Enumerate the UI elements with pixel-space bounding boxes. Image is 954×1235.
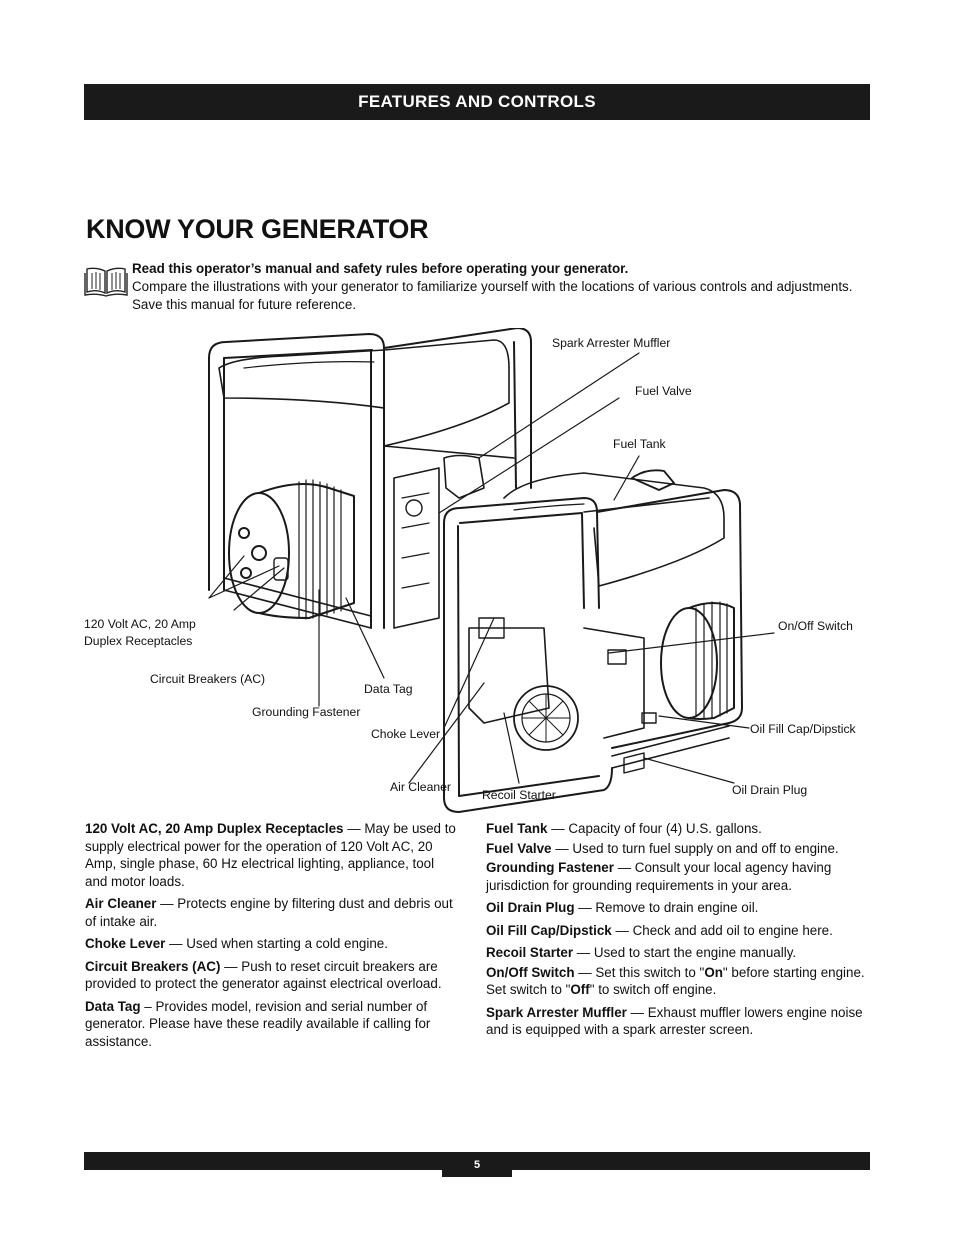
- callout-spark-arrester-muffler: Spark Arrester Muffler: [552, 336, 671, 350]
- generator-drawing: [208, 328, 775, 813]
- definition-on-off-switch: On/Off Switch — Set this switch to "On" …: [486, 964, 870, 999]
- definition-term: Air Cleaner: [85, 896, 157, 911]
- definition-desc: — Capacity of four (4) U.S. gallons.: [547, 821, 762, 836]
- callout-oil-drain-plug: Oil Drain Plug: [732, 783, 808, 797]
- definition-desc: — Remove to drain engine oil.: [574, 900, 759, 915]
- callout-circuit-breakers: Circuit Breakers (AC): [150, 672, 266, 686]
- definition-desc: — May be used to supply electrical power…: [85, 821, 456, 889]
- definition-term: Data Tag: [85, 998, 141, 1014]
- definition-fuel-tank: Fuel Tank — Capacity of four (4) U.S. ga…: [486, 820, 870, 838]
- callout-receptacles-line1: 120 Volt AC, 20 Amp: [84, 617, 196, 631]
- definition-term: Recoil Starter: [486, 945, 574, 960]
- callout-receptacles: 120 Volt AC, 20 Amp Duplex Receptacles: [84, 616, 196, 650]
- definition-recoil-starter: Recoil Starter — Used to start the engin…: [486, 944, 870, 962]
- definition-grounding-fastener: Grounding Fastener — Consult your local …: [486, 859, 870, 894]
- definition-off-word: Off: [570, 982, 590, 997]
- section-header-bar: FEATURES AND CONTROLS: [84, 84, 870, 120]
- rear-generator: [208, 328, 532, 629]
- callout-leader-lines: [208, 352, 775, 784]
- definition-oil-fill-cap: Oil Fill Cap/Dipstick — Check and add oi…: [486, 922, 870, 940]
- definition-desc: " to switch off engine.: [589, 982, 717, 997]
- intro-warning: Read this operator’s manual and safety r…: [132, 261, 629, 276]
- definition-air-cleaner: Air Cleaner — Protects engine by filteri…: [85, 895, 460, 930]
- section-title: FEATURES AND CONTROLS: [358, 92, 596, 111]
- callout-recoil-starter: Recoil Starter: [482, 788, 556, 802]
- definition-data-tag: Data Tag – Provides model, revision and …: [85, 998, 460, 1051]
- intro-text: Read this operator’s manual and safety r…: [132, 260, 862, 314]
- definitions-right-column: Fuel Tank — Capacity of four (4) U.S. ga…: [486, 820, 870, 1044]
- definition-term: Choke Lever: [85, 936, 166, 951]
- callout-oil-fill-cap: Oil Fill Cap/Dipstick: [750, 722, 856, 736]
- page-title: KNOW YOUR GENERATOR: [86, 214, 429, 244]
- definition-on-word: On: [704, 964, 723, 980]
- definition-choke-lever: Choke Lever — Used when starting a cold …: [85, 935, 460, 953]
- callout-data-tag: Data Tag: [364, 682, 413, 696]
- definition-circuit-breakers: Circuit Breakers (AC) — Push to reset ci…: [85, 958, 460, 993]
- definition-term: Oil Drain Plug: [486, 900, 575, 915]
- definition-desc: — Used when starting a cold engine.: [165, 936, 388, 951]
- callout-fuel-tank: Fuel Tank: [613, 437, 666, 451]
- front-generator: [443, 469, 743, 813]
- intro-body: Compare the illustrations with your gene…: [132, 279, 853, 312]
- definition-desc: — Push to reset circuit breakers are pro…: [85, 958, 442, 992]
- definition-desc: — Consult your local agency having juris…: [486, 860, 832, 893]
- definition-term: Spark Arrester Muffler: [486, 1004, 627, 1020]
- definition-fuel-valve: Fuel Valve — Used to turn fuel supply on…: [486, 840, 870, 858]
- definitions-left-column: 120 Volt AC, 20 Amp Duplex Receptacles —…: [85, 820, 460, 1055]
- definition-desc: — Protects engine by filtering dust and …: [85, 896, 453, 929]
- definition-spark-arrester-muffler: Spark Arrester Muffler — Exhaust muffler…: [486, 1004, 870, 1039]
- definition-term: Fuel Tank: [486, 821, 548, 836]
- callout-choke-lever: Choke Lever: [371, 727, 441, 741]
- callout-receptacles-line2: Duplex Receptacles: [84, 634, 193, 648]
- definition-desc: — Used to turn fuel supply on and off to…: [551, 840, 839, 856]
- definition-term: 120 Volt AC, 20 Amp Duplex Receptacles: [85, 821, 344, 836]
- callout-air-cleaner: Air Cleaner: [390, 780, 451, 794]
- definition-term: Oil Fill Cap/Dipstick: [486, 922, 612, 938]
- callout-on-off-switch: On/Off Switch: [778, 619, 853, 633]
- definition-term: Grounding Fastener: [486, 860, 614, 875]
- generator-illustration: Spark Arrester Muffler Fuel Valve Fuel T…: [84, 328, 870, 814]
- definition-oil-drain-plug: Oil Drain Plug — Remove to drain engine …: [486, 899, 870, 917]
- definition-desc: " before starting engine. Set switch to …: [486, 964, 865, 998]
- definition-term: Fuel Valve: [486, 840, 552, 856]
- definition-desc: — Check and add oil to engine here.: [611, 922, 833, 938]
- definition-desc: – Provides model, revision and serial nu…: [85, 998, 431, 1049]
- callout-fuel-valve: Fuel Valve: [635, 384, 692, 398]
- page-number: 5: [442, 1152, 512, 1177]
- definition-term: Circuit Breakers (AC): [85, 958, 221, 974]
- callout-grounding-fastener: Grounding Fastener: [252, 705, 361, 719]
- book-icon: [84, 267, 128, 297]
- definition-desc: — Set this switch to ": [574, 964, 705, 980]
- definition-desc: — Exhaust muffler lowers engine noise an…: [486, 1004, 863, 1038]
- definition-term: On/Off Switch: [486, 964, 575, 980]
- definition-desc: — Used to start the engine manually.: [573, 945, 797, 960]
- definition-receptacles: 120 Volt AC, 20 Amp Duplex Receptacles —…: [85, 820, 460, 890]
